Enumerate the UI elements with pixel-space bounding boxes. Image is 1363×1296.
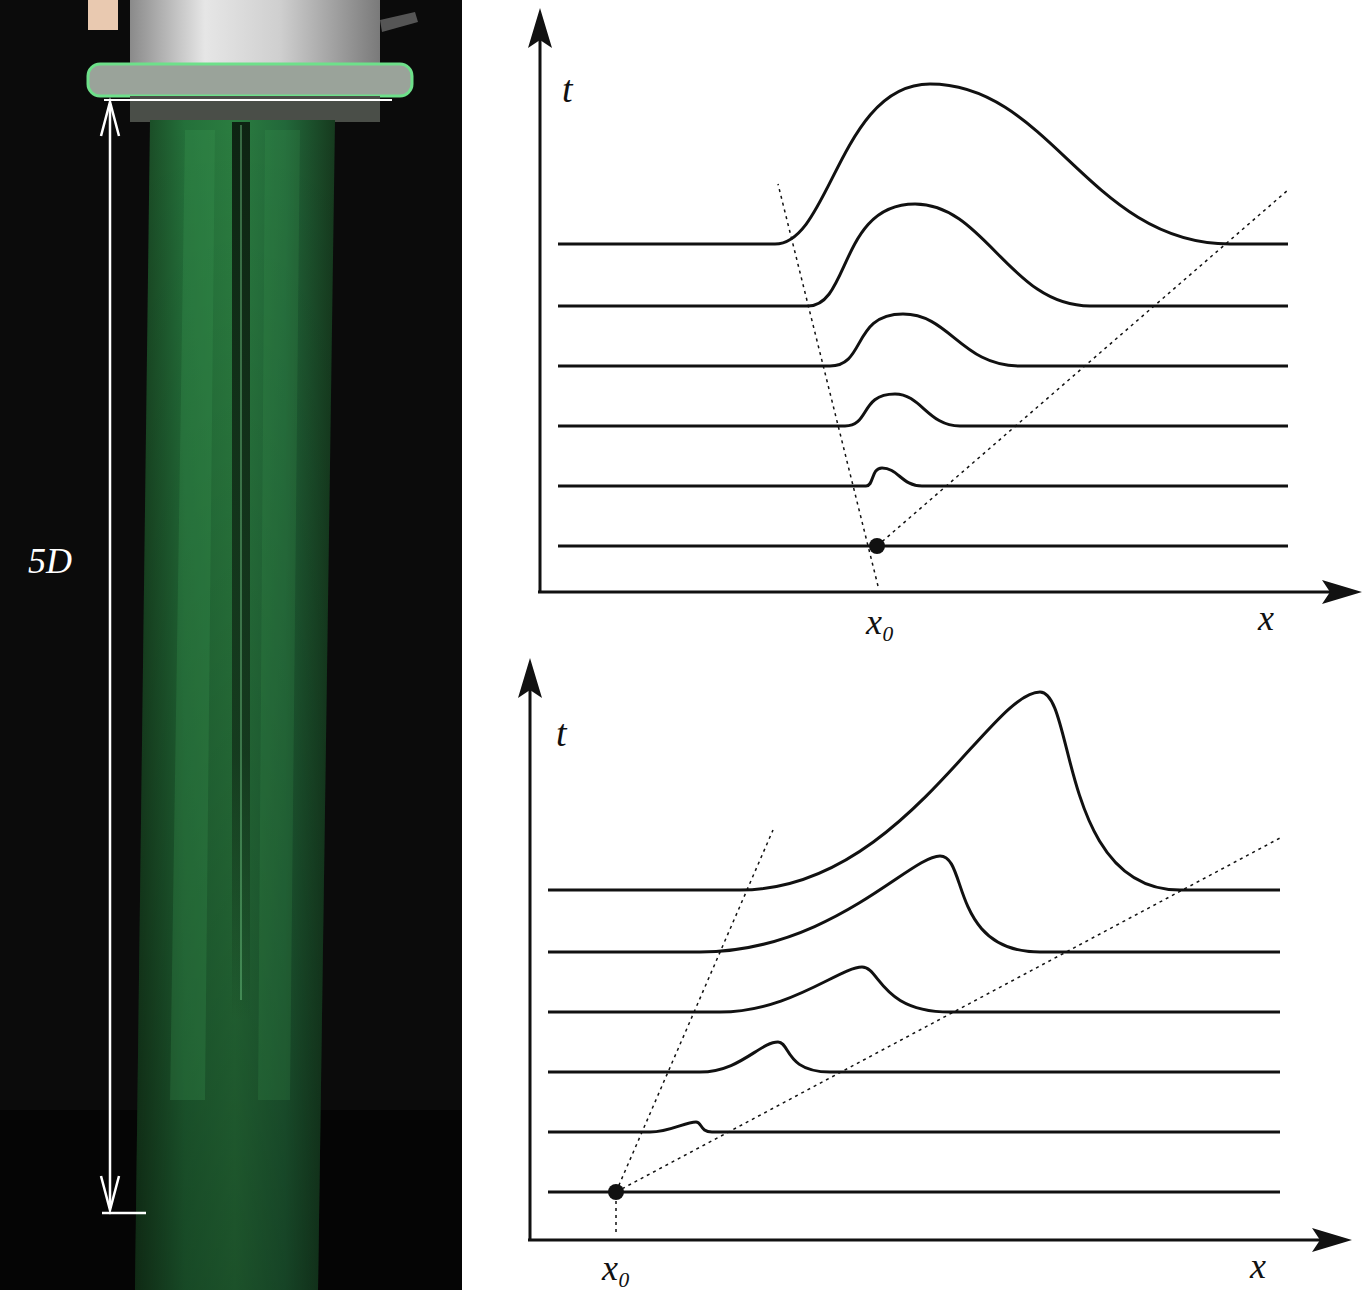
axis-arrowhead (1322, 580, 1362, 604)
dimension-label: 5D (28, 543, 72, 579)
nozzle-flange (88, 64, 412, 96)
axis-label: x (1258, 600, 1274, 636)
dimension-tick (104, 99, 392, 101)
wave-curve (558, 394, 1288, 426)
axis-label: x (1250, 1248, 1266, 1284)
wave-curve (558, 314, 1288, 366)
arrowhead (101, 102, 119, 136)
wave-curve (548, 1191, 1280, 1194)
axis-line (539, 40, 542, 592)
dimension-tick (102, 1212, 146, 1215)
source-dot (869, 538, 885, 554)
wave-curve (548, 692, 1280, 890)
photo-background (0, 0, 462, 1290)
dimension-line (109, 104, 112, 1208)
wave-curve (558, 84, 1288, 244)
spacetime-plot (528, 8, 1362, 604)
wave-curve (558, 204, 1288, 306)
spacetime-plot (518, 658, 1352, 1252)
jet-photo (0, 0, 462, 1290)
axis-label: t (562, 70, 573, 108)
axis-label: t (556, 714, 567, 752)
wave-curve (548, 1042, 1280, 1072)
wave-curves (558, 84, 1288, 546)
jet-streak (170, 130, 215, 1100)
axis-label: x₀ (602, 1250, 631, 1286)
dotted-ray (877, 190, 1288, 546)
axis-line (529, 690, 532, 1240)
jet-streak (258, 130, 300, 1100)
source-dot (608, 1184, 624, 1200)
laser-sheet-jet (135, 120, 335, 1290)
dotted-ray (616, 838, 1280, 1192)
wave-curves (548, 692, 1280, 1192)
dimension-arrow (101, 100, 392, 1213)
wave-curve (558, 545, 1288, 548)
axis-label: x₀ (866, 604, 895, 640)
center-line (240, 125, 242, 1000)
wave-curve (558, 468, 1288, 486)
photo-detail (88, 0, 118, 30)
laser-sheet-jet (135, 120, 335, 1290)
wave-curve (548, 967, 1280, 1012)
arrowhead (101, 1176, 119, 1210)
axis-line (528, 1239, 1320, 1242)
nozzle-fitting (380, 12, 418, 32)
axis-arrowhead (1312, 1228, 1352, 1252)
wave-curve (548, 1122, 1280, 1132)
wave-curve (548, 856, 1280, 952)
dotted-ray (616, 830, 773, 1192)
nozzle-cylinder (130, 0, 380, 72)
dotted-ray (778, 184, 878, 586)
axis-line (538, 591, 1330, 594)
axis-arrowhead (518, 658, 542, 698)
ray-lines (616, 830, 1280, 1232)
ray-lines (778, 184, 1288, 586)
center-rod (232, 122, 250, 1022)
axis-arrowhead (528, 8, 552, 48)
